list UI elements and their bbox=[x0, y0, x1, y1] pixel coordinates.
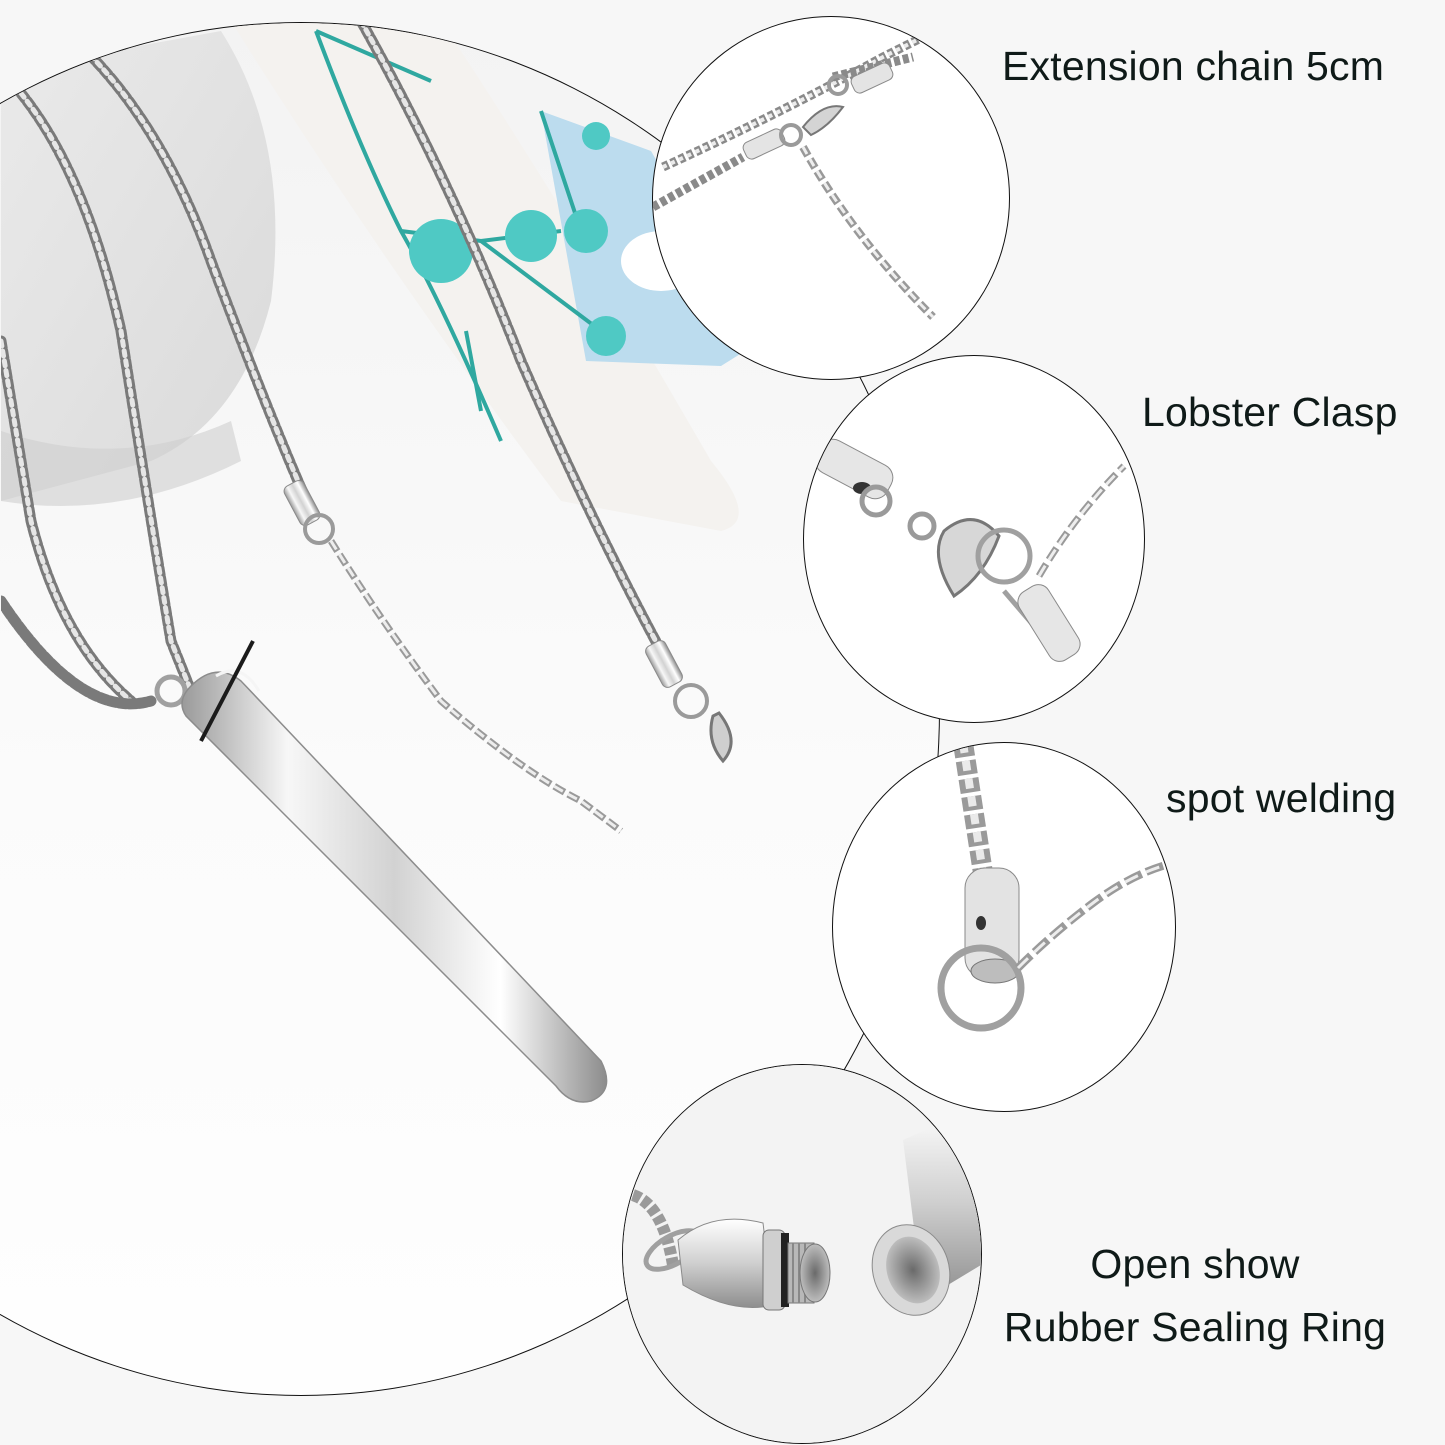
detail-circle-extension-chain bbox=[652, 16, 1010, 380]
teal-flowers bbox=[409, 122, 626, 356]
label-lobster-clasp: Lobster Clasp bbox=[1142, 389, 1398, 435]
extension-chain bbox=[283, 480, 733, 834]
label-spot-welding: spot welding bbox=[1166, 775, 1397, 821]
open-pendant-closeup bbox=[623, 1065, 981, 1443]
white-plate bbox=[1, 31, 276, 501]
lobster-clasp-closeup bbox=[814, 438, 1127, 662]
rubber-sealing-ring bbox=[781, 1233, 789, 1307]
detail-circle-lobster-clasp bbox=[803, 355, 1145, 723]
label-open-show-line2: Rubber Sealing Ring bbox=[1003, 1304, 1387, 1351]
label-open-show-line1: Open show bbox=[1090, 1241, 1300, 1287]
necklace-illustration bbox=[1, 23, 761, 1103]
bullet-pendant bbox=[154, 640, 608, 1103]
detail-circle-spot-welding bbox=[832, 742, 1176, 1112]
label-open-show: Open show Rubber Sealing Ring bbox=[980, 1240, 1410, 1352]
spot-welding-closeup bbox=[937, 743, 1174, 1032]
label-extension-chain: Extension chain 5cm bbox=[1002, 43, 1385, 89]
extension-chain-closeup bbox=[653, 17, 974, 320]
lobster-clasp bbox=[709, 711, 733, 764]
box-chains bbox=[1, 23, 667, 710]
detail-circle-open-show bbox=[622, 1064, 982, 1444]
